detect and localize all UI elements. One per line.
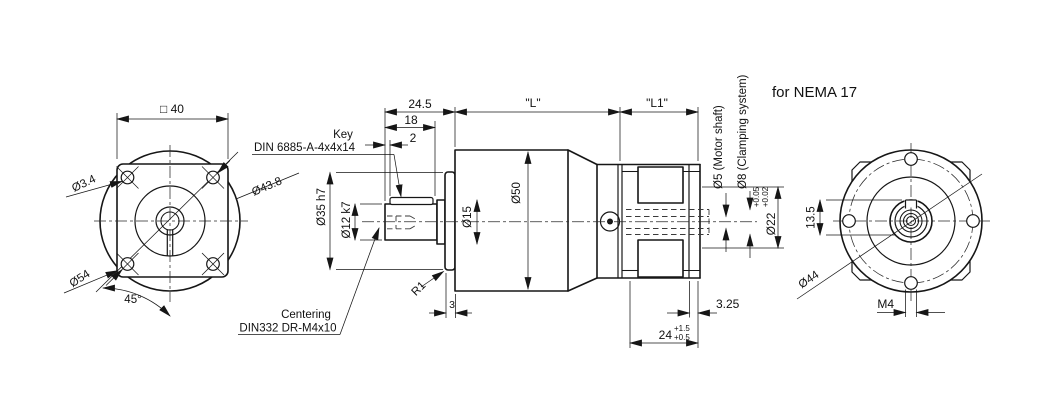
dim-fillet: R1 xyxy=(410,280,429,299)
front-shaft-circle xyxy=(155,206,185,236)
rear-bolt-holes xyxy=(842,152,980,290)
dim-18: 18 xyxy=(404,113,418,127)
front-flange-square xyxy=(116,163,229,278)
dim-2: 2 xyxy=(410,131,417,145)
note-nema17: for NEMA 17 xyxy=(772,84,857,101)
dim-24-tol-lower: +0.5 xyxy=(674,333,690,342)
dim-24-5: 24.5 xyxy=(408,97,432,111)
note-key-label: Key xyxy=(333,129,353,141)
dim-m4: M4 xyxy=(877,297,894,311)
dim-44: Ø44 xyxy=(797,269,822,291)
shaft-key xyxy=(389,196,434,206)
dim-body-dia: Ø50 xyxy=(511,182,523,204)
clamp-slot-top xyxy=(637,166,684,204)
centering-hole-hidden xyxy=(387,215,417,230)
pilot-boss xyxy=(444,171,456,271)
note-centering-label: Centering xyxy=(281,309,331,321)
motor-bore-hidden xyxy=(626,209,710,235)
dim-pilot-bore-tol-lower: +0.02 xyxy=(761,186,770,207)
clamp-rib-lines xyxy=(622,170,700,272)
dim-hole-dia: Ø3.4 xyxy=(70,173,98,195)
clamp-slot-bottom xyxy=(637,239,684,278)
rear-keyway xyxy=(904,199,918,209)
dim-bolt-circle: Ø43.8 xyxy=(250,175,284,198)
dim-45deg: 45° xyxy=(124,294,141,306)
right-extension-lines xyxy=(702,186,784,249)
dim-shaft-dia: Ø12 k7 xyxy=(341,201,353,238)
left-extension-lines xyxy=(336,172,443,270)
side-view: 24.5 18 2 "L" "L1" Ø35 h7 Ø12 k7 Ø15 Ø50… xyxy=(238,74,784,348)
front-view: □ 40 Ø3.4 Ø43.8 Ø54 45° xyxy=(63,102,300,317)
dim-3-25: 3.25 xyxy=(716,297,740,311)
dim-L: "L" xyxy=(525,96,540,110)
dim-step-dia: Ø15 xyxy=(462,206,474,228)
dim-pilot-dia: Ø35 h7 xyxy=(316,188,328,226)
dim-square-40: □ 40 xyxy=(160,102,184,116)
label-motor-shaft-dia: Ø5 (Motor shaft) xyxy=(713,105,725,189)
label-clamping-dia: Ø8 (Clamping system) xyxy=(737,74,749,189)
note-key-spec: DIN 6885-A-4x4x14 xyxy=(254,142,356,154)
dim-L1: "L1" xyxy=(646,96,668,110)
dim-3: 3 xyxy=(449,299,455,311)
nema-corner-tabs xyxy=(851,161,971,281)
front-pilot-circle xyxy=(134,185,206,257)
dim-13-5: 13.5 xyxy=(806,206,818,228)
dim-pilot-bore: Ø22 xyxy=(764,212,778,235)
dim-24: 24 xyxy=(659,328,673,342)
note-centering-spec: DIN332 DR-M4x10 xyxy=(239,323,336,335)
dim-24-tol-upper: +1.5 xyxy=(674,324,690,333)
dim-pilot-bore-tol-upper: +0.05 xyxy=(752,186,761,207)
rear-view: 13.5 M4 Ø44 xyxy=(797,143,990,317)
